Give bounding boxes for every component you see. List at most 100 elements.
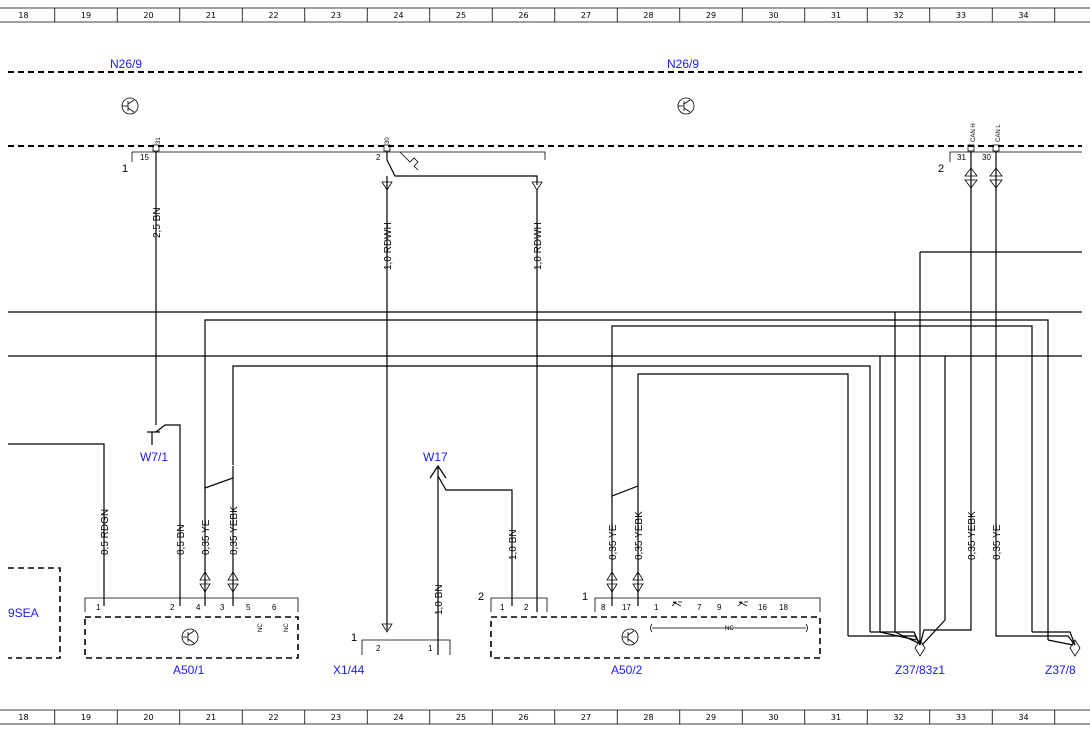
ruler-label: 25 [456, 713, 466, 722]
label-a50-2[interactable]: A50/2 [611, 663, 643, 677]
ruler-label: 28 [643, 713, 653, 722]
wire-label: 0,35 YE [608, 524, 619, 560]
label-sea[interactable]: 9SEA [8, 606, 39, 620]
ruler-label: 32 [893, 713, 903, 722]
pin-label: 8 [601, 603, 606, 612]
label-a50-1[interactable]: A50/1 [173, 663, 205, 677]
connector-number: 2 [376, 153, 381, 162]
label-w7-1[interactable]: W7/1 [140, 450, 168, 464]
ruler-label: 29 [706, 713, 716, 722]
ruler-label: 27 [581, 713, 591, 722]
label-n26-9-left[interactable]: N26/9 [110, 57, 142, 71]
junction-z37-83z1 [848, 598, 972, 657]
label-w17[interactable]: W17 [423, 450, 448, 464]
ruler-label: 33 [956, 713, 966, 722]
pin-label: 31 [957, 153, 966, 162]
ruler-label: 34 [1018, 713, 1028, 722]
pin-label: 2 [524, 603, 529, 612]
pin-label: 17 [622, 603, 631, 612]
ruler-label: 22 [268, 713, 278, 722]
ruler-label: 26 [518, 713, 528, 722]
component-sea-partial[interactable]: 9SEA [8, 567, 61, 659]
ruler-label: 23 [331, 713, 341, 722]
pin-label: CAN L [996, 124, 1002, 142]
ruler-label: 19 [81, 11, 91, 20]
transistor-icon [677, 97, 695, 115]
wire-label: 0,35 YEBK [967, 511, 978, 560]
bottom-ruler: 18 19 20 21 22 23 24 25 26 27 28 29 30 31 32 33 34 [0, 709, 1090, 725]
connector-x1-44[interactable]: 1 2 1 [351, 623, 451, 655]
ruler-label: 23 [331, 11, 341, 20]
transistor-icon [621, 628, 639, 646]
ruler-label: 25 [456, 11, 466, 20]
transistor-icon [181, 628, 199, 646]
ruler-label: 18 [18, 11, 28, 20]
connector-number: 1 [351, 632, 357, 644]
label-x1-44[interactable]: X1/44 [333, 663, 365, 677]
ruler-label: 30 [768, 713, 778, 722]
wire-label: 0,5 RDGN [100, 509, 111, 555]
wire-label: 2,5 BN [152, 207, 163, 238]
pin-label: 15 [140, 153, 149, 162]
pin-label: 16 [758, 603, 767, 612]
ruler-label: 33 [956, 11, 966, 20]
component-a50-2[interactable]: 2 1 2 1 8 17 1 7 9 16 18 NC [478, 591, 821, 659]
pin-label: 18 [779, 603, 788, 612]
wire-label: 0,5 BN [176, 524, 187, 555]
wire-label: 0,35 YE [201, 519, 212, 555]
pin-label: 2 [170, 603, 175, 612]
pin-label: 3 [220, 603, 225, 612]
pin-label: 7 [697, 603, 702, 612]
ruler-label: 27 [581, 11, 591, 20]
pin-label: NC [258, 623, 264, 632]
ruler-label: 21 [206, 713, 216, 722]
ruler-label: 24 [393, 11, 403, 20]
component-a50-1[interactable]: 1 2 4 3 5 6 NC NC [84, 597, 299, 659]
pin-label: 9 [717, 603, 722, 612]
transistor-icon [121, 97, 139, 115]
pin-label: NC [284, 623, 290, 632]
wire-label: 0,35 YE [992, 524, 1003, 560]
pin-label: 1 [500, 603, 505, 612]
wire-label: 0,35 YEBK [634, 511, 645, 560]
ruler-label: 19 [81, 713, 91, 722]
wire-label: 1,0 BN [434, 584, 445, 615]
pin-label: 5 [246, 603, 251, 612]
pin-label: 1 [654, 603, 659, 612]
wire-label: 1,0 RDWH [533, 222, 544, 270]
pin-label: 2 [376, 644, 381, 653]
ruler-label: 30 [768, 11, 778, 20]
ruler-label: 29 [706, 11, 716, 20]
ruler-label: 32 [893, 11, 903, 20]
top-ruler: 18 19 20 21 22 23 24 25 26 27 28 29 30 31 32 33 34 [0, 7, 1090, 23]
ruler-label: 20 [143, 11, 153, 20]
ruler-label: 31 [831, 713, 841, 722]
wire-label: 1,0 BN [508, 529, 519, 560]
connector-number: 2 [478, 591, 484, 603]
ruler-label: 28 [643, 11, 653, 20]
pin-label: 6 [272, 603, 277, 612]
ruler-label: 24 [393, 713, 403, 722]
ruler-label: 31 [831, 11, 841, 20]
pin-label: 30 [982, 153, 991, 162]
ruler-label: 18 [18, 713, 28, 722]
wire-label: 1,0 RDWH [383, 222, 394, 270]
ruler-label: 34 [1018, 11, 1028, 20]
pin-label: 30 [385, 137, 391, 144]
pin-label: CAN H [971, 123, 977, 142]
ruler-label: 21 [206, 11, 216, 20]
wire-label: 0,35 YEBK [229, 506, 240, 555]
pin-label: 1 [96, 603, 101, 612]
ruler-label: 26 [518, 11, 528, 20]
pin-label: NC [725, 626, 734, 632]
pin-label: 31 [156, 137, 162, 144]
connector-number: 2 [938, 163, 944, 175]
connector-number: 1 [122, 163, 128, 175]
label-z37-83z1[interactable]: Z37/83z1 [895, 663, 945, 677]
ruler-label: 22 [268, 11, 278, 20]
pin-label: 1 [428, 644, 433, 653]
label-n26-9-right[interactable]: N26/9 [667, 57, 699, 71]
label-z37-8[interactable]: Z37/8 [1045, 663, 1076, 677]
ruler-label: 20 [143, 713, 153, 722]
